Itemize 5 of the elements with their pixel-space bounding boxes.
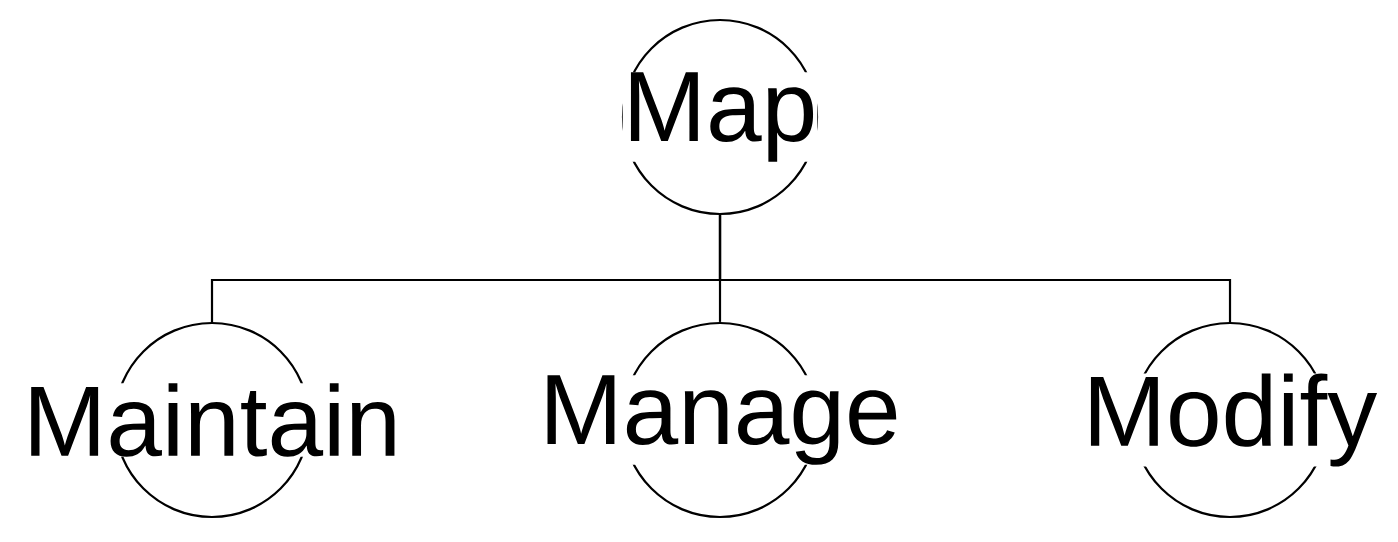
connector-line xyxy=(718,215,1232,322)
circle-node: Map xyxy=(621,18,819,216)
circle-node: Manage xyxy=(539,321,901,519)
circle-node: Maintain xyxy=(23,321,401,519)
circle-node: Modify xyxy=(1082,321,1378,519)
